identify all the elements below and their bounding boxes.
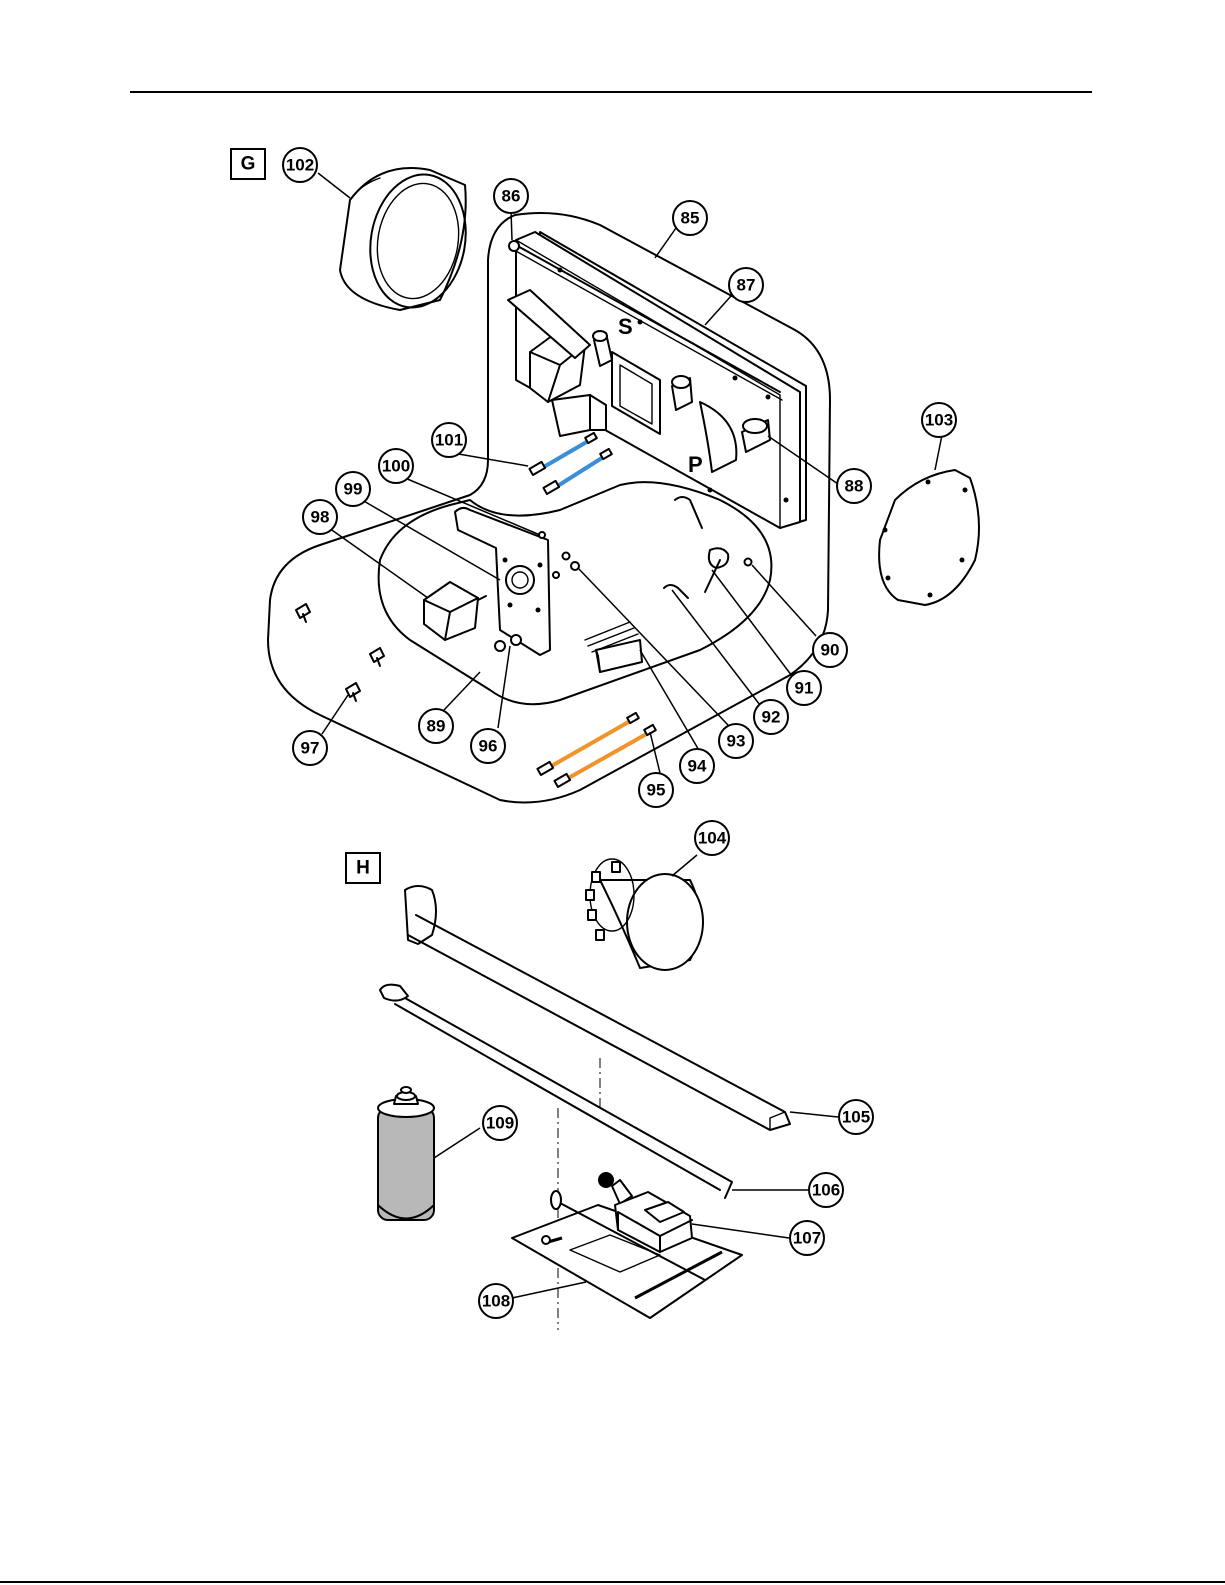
motor-cube-part bbox=[424, 582, 486, 640]
svg-text:104: 104 bbox=[698, 829, 727, 848]
callout-103: 103 bbox=[922, 403, 956, 437]
svg-text:105: 105 bbox=[842, 1108, 870, 1127]
svg-text:107: 107 bbox=[793, 1229, 821, 1248]
callout-98: 98 bbox=[303, 500, 337, 534]
callout-100: 100 bbox=[379, 449, 413, 483]
svg-text:86: 86 bbox=[502, 187, 521, 206]
screws-part bbox=[296, 604, 384, 701]
callout-87: 87 bbox=[729, 268, 763, 302]
callout-109: 109 bbox=[483, 1106, 517, 1140]
callout-101: 101 bbox=[432, 423, 466, 457]
section-g-text: G bbox=[241, 154, 256, 175]
callout-105: 105 bbox=[839, 1100, 873, 1134]
callout-99: 99 bbox=[336, 472, 370, 506]
burner-cup-part bbox=[586, 859, 703, 970]
motor-bracket-part bbox=[455, 508, 550, 655]
spray-can-part bbox=[378, 1087, 434, 1220]
callout-102: 102 bbox=[283, 148, 317, 182]
svg-text:91: 91 bbox=[795, 679, 814, 698]
svg-text:98: 98 bbox=[311, 508, 330, 527]
callout-90: 90 bbox=[813, 633, 847, 667]
panel-mark-s: S bbox=[618, 314, 633, 339]
svg-text:96: 96 bbox=[479, 737, 498, 756]
callout-86: 86 bbox=[494, 179, 528, 213]
gasket-plate-part bbox=[879, 470, 979, 605]
thermostat-assembly-part bbox=[664, 497, 752, 598]
svg-text:93: 93 bbox=[727, 732, 746, 751]
callout-94: 94 bbox=[680, 749, 714, 783]
micro-switch-part bbox=[585, 622, 642, 672]
svg-text:97: 97 bbox=[301, 739, 320, 758]
svg-text:85: 85 bbox=[681, 209, 700, 228]
callout-97: 97 bbox=[293, 731, 327, 765]
svg-text:88: 88 bbox=[845, 477, 864, 496]
ring-bezel-part bbox=[340, 167, 476, 315]
orange-wire-harness bbox=[537, 713, 655, 787]
callout-107: 107 bbox=[790, 1221, 824, 1255]
callout-91: 91 bbox=[787, 671, 821, 705]
callout-96: 96 bbox=[471, 729, 505, 763]
callout-88: 88 bbox=[837, 469, 871, 503]
svg-text:109: 109 bbox=[486, 1114, 514, 1133]
svg-text:95: 95 bbox=[647, 781, 666, 800]
svg-text:92: 92 bbox=[762, 708, 781, 727]
callout-89: 89 bbox=[419, 709, 453, 743]
section-g-label: G bbox=[231, 149, 265, 179]
section-h-label: H bbox=[346, 853, 380, 883]
svg-text:102: 102 bbox=[286, 156, 314, 175]
svg-text:100: 100 bbox=[382, 457, 410, 476]
callout-106: 106 bbox=[809, 1173, 843, 1207]
callout-92: 92 bbox=[754, 700, 788, 734]
svg-text:103: 103 bbox=[925, 411, 953, 430]
callout-104: 104 bbox=[695, 821, 729, 855]
blue-wire-harness bbox=[529, 433, 611, 494]
svg-text:101: 101 bbox=[435, 431, 463, 450]
section-h-text: H bbox=[356, 858, 370, 879]
svg-text:106: 106 bbox=[812, 1181, 840, 1200]
svg-text:99: 99 bbox=[344, 480, 363, 499]
svg-text:94: 94 bbox=[688, 757, 707, 776]
callout-93: 93 bbox=[719, 724, 753, 758]
callout-85: 85 bbox=[673, 201, 707, 235]
svg-text:90: 90 bbox=[821, 641, 840, 660]
bracket-screws-part bbox=[495, 635, 521, 651]
panel-mark-p: P bbox=[688, 452, 703, 477]
svg-text:89: 89 bbox=[427, 717, 446, 736]
svg-text:87: 87 bbox=[737, 276, 756, 295]
svg-text:108: 108 bbox=[482, 1292, 510, 1311]
callout-108: 108 bbox=[479, 1284, 513, 1318]
callout-95: 95 bbox=[639, 773, 673, 807]
